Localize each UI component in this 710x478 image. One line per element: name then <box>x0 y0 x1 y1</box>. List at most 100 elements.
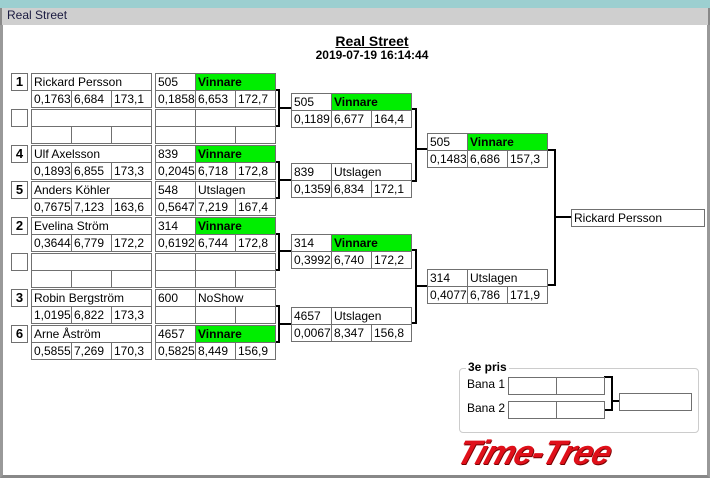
elapsed-time <box>71 126 112 144</box>
lane2-label: Bana 2 <box>467 401 506 415</box>
connector-3rd-place <box>604 376 619 411</box>
reaction-time: 0,1763 <box>31 90 72 108</box>
speed: 172,1 <box>371 180 412 198</box>
reaction-time: 0,5855 <box>31 342 72 360</box>
car-number: 314 <box>291 234 332 252</box>
speed: 167,4 <box>235 198 276 216</box>
reaction-time: 0,7675 <box>31 198 72 216</box>
status-winner: Vinnare <box>331 234 412 252</box>
elapsed-time: 8,449 <box>195 342 236 360</box>
elapsed-time: 6,677 <box>331 110 372 128</box>
reaction-time <box>155 126 196 144</box>
reaction-time <box>155 270 196 288</box>
seed-number: 4 <box>11 145 28 163</box>
elapsed-time: 6,855 <box>71 162 112 180</box>
speed: 171,9 <box>507 286 548 304</box>
elapsed-time: 6,684 <box>71 90 112 108</box>
speed: 172,2 <box>111 234 152 252</box>
elapsed-time: 6,653 <box>195 90 236 108</box>
reaction-time: 0,4077 <box>427 286 468 304</box>
elapsed-time: 6,740 <box>331 251 372 269</box>
elapsed-time <box>195 270 236 288</box>
car-number <box>155 253 196 271</box>
driver-name: Evelina Ström <box>31 217 152 235</box>
elapsed-time <box>71 270 112 288</box>
connector-r2-pair1 <box>411 108 427 182</box>
time-tree-logo: Time-Tree <box>451 434 617 472</box>
window-title: Real Street <box>7 8 68 22</box>
reaction-time: 1,0195 <box>31 306 72 324</box>
third-place-winner <box>619 393 692 411</box>
driver-name: Ulf Axelsson <box>31 145 152 163</box>
speed: 173,3 <box>111 162 152 180</box>
elapsed-time <box>195 126 236 144</box>
elapsed-time: 7,219 <box>195 198 236 216</box>
connector-r2-pair2 <box>411 249 427 324</box>
status-result: Utslagen <box>195 181 276 199</box>
status-result <box>195 109 276 127</box>
status-winner: Vinnare <box>331 93 412 111</box>
third-place-group <box>459 368 699 433</box>
speed: 156,8 <box>371 324 412 342</box>
elapsed-time: 6,834 <box>331 180 372 198</box>
speed: 172,8 <box>235 234 276 252</box>
car-number: 505 <box>427 133 468 151</box>
elapsed-time: 6,744 <box>195 234 236 252</box>
connector-r1-pair3 <box>275 233 291 271</box>
reaction-time: 0,1858 <box>155 90 196 108</box>
car-number: 4657 <box>155 325 196 343</box>
reaction-time: 0,1189 <box>291 110 332 128</box>
driver-name: Anders Köhler <box>31 181 152 199</box>
elapsed-time: 8,347 <box>331 324 372 342</box>
car-number: 505 <box>155 73 196 91</box>
page-title: Real Street <box>335 33 409 49</box>
speed: 173,1 <box>111 90 152 108</box>
status-winner: Vinnare <box>195 325 276 343</box>
driver-name <box>31 253 152 271</box>
reaction-time: 0,1359 <box>291 180 332 198</box>
connector-r1-pair2 <box>275 161 291 199</box>
status-winner: Vinnare <box>195 73 276 91</box>
car-number: 314 <box>155 217 196 235</box>
reaction-time: 0,1483 <box>427 150 468 168</box>
seed-number: 3 <box>11 289 28 307</box>
car-number: 4657 <box>291 307 332 325</box>
car-number: 600 <box>155 289 196 307</box>
speed <box>111 270 152 288</box>
car-number: 839 <box>155 145 196 163</box>
car-number: 839 <box>291 163 332 181</box>
status-winner: Vinnare <box>195 217 276 235</box>
elapsed-time: 6,786 <box>467 286 508 304</box>
speed: 173,3 <box>111 306 152 324</box>
seed-number: 6 <box>11 325 28 343</box>
elapsed-time <box>195 306 236 324</box>
driver-name <box>31 109 152 127</box>
driver-name: Arne Åström <box>31 325 152 343</box>
speed <box>235 306 276 324</box>
speed: 163,6 <box>111 198 152 216</box>
speed <box>111 126 152 144</box>
driver-name: Rickard Persson <box>31 73 152 91</box>
status-winner: Vinnare <box>467 133 548 151</box>
status-result: Utslagen <box>467 269 548 287</box>
reaction-time: 0,2045 <box>155 162 196 180</box>
connector-r1-pair1 <box>275 89 291 127</box>
speed: 156,9 <box>235 342 276 360</box>
speed: 172,7 <box>235 90 276 108</box>
car-number: 505 <box>291 93 332 111</box>
reaction-time: 0,3644 <box>31 234 72 252</box>
car-number: 314 <box>427 269 468 287</box>
reaction-time: 0,5825 <box>155 342 196 360</box>
seed-number <box>11 253 28 271</box>
speed: 172,2 <box>371 251 412 269</box>
elapsed-time: 6,779 <box>71 234 112 252</box>
driver-name: Robin Bergström <box>31 289 152 307</box>
elapsed-time: 6,718 <box>195 162 236 180</box>
status-winner: Vinnare <box>195 145 276 163</box>
seed-number: 5 <box>11 181 28 199</box>
speed: 157,3 <box>507 150 548 168</box>
elapsed-time: 6,822 <box>71 306 112 324</box>
reaction-time <box>31 126 72 144</box>
lane1-label: Bana 1 <box>467 377 506 391</box>
window-frame <box>0 25 710 478</box>
